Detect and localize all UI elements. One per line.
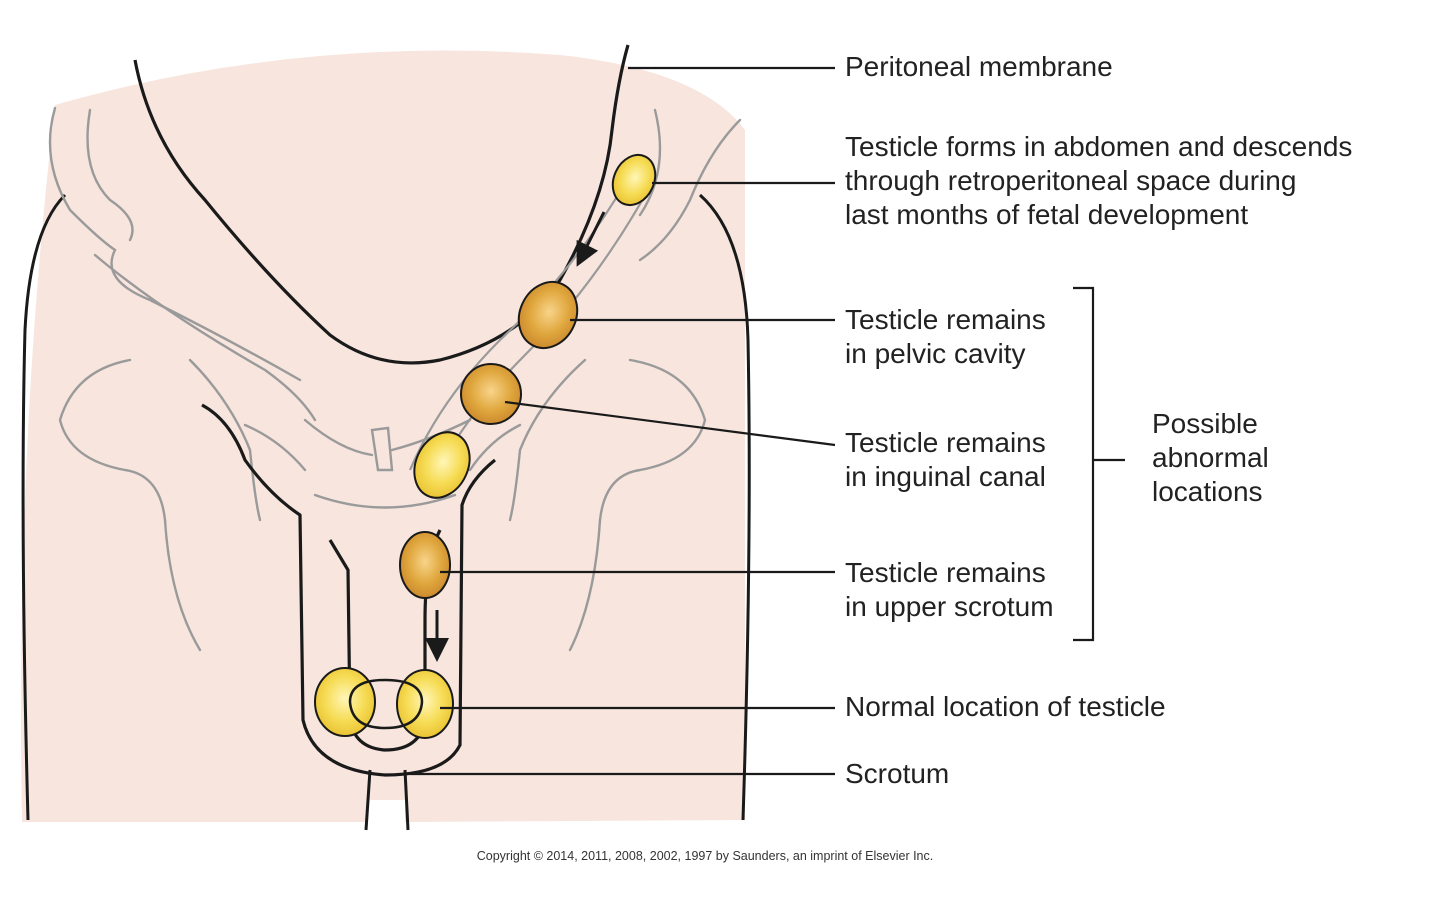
testicle-upper-scrotum — [399, 531, 451, 599]
testicle-inguinal — [460, 363, 522, 425]
label-possible-line-1: Possible — [1152, 408, 1258, 439]
label-pelvic-line-1: Testicle remains — [845, 304, 1046, 335]
label-possible-abnormal: Possible abnormal locations — [1152, 407, 1269, 509]
testicle-canal-lower — [413, 431, 471, 499]
label-upper-line-2: in upper scrotum — [845, 591, 1054, 622]
label-possible-line-2: abnormal — [1152, 442, 1269, 473]
label-normal-location: Normal location of testicle — [845, 690, 1166, 724]
label-normal-text: Normal location of testicle — [845, 691, 1166, 722]
body-outline — [21, 193, 751, 831]
descent-arrow-upper — [576, 211, 606, 267]
abnormal-locations-bracket — [1073, 286, 1125, 642]
label-testicle-forms: Testicle forms in abdomen and descends t… — [845, 130, 1352, 232]
label-scrotum-text: Scrotum — [845, 758, 950, 789]
label-upper-scrotum: Testicle remains in upper scrotum — [845, 556, 1054, 624]
label-forms-line-1: Testicle forms in abdomen and descends — [845, 131, 1353, 162]
label-inguinal-line-1: Testicle remains — [845, 427, 1046, 458]
label-peritoneal-text: Peritoneal membrane — [845, 51, 1113, 82]
leader-lines — [410, 66, 836, 776]
label-forms-line-3: last months of fetal development — [845, 199, 1249, 230]
testicle-abdomen — [611, 153, 657, 207]
label-upper-line-1: Testicle remains — [845, 557, 1046, 588]
label-inguinal-canal: Testicle remains in inguinal canal — [845, 426, 1046, 494]
body-silhouette — [20, 50, 745, 823]
testicle-pelvic — [517, 280, 579, 350]
label-possible-line-3: locations — [1152, 476, 1263, 507]
testicle-normal-right — [396, 669, 454, 739]
copyright-notice: Copyright © 2014, 2011, 2008, 2002, 1997… — [476, 849, 934, 863]
label-inguinal-line-2: in inguinal canal — [845, 461, 1046, 492]
label-scrotum: Scrotum — [845, 757, 949, 791]
label-peritoneal-membrane: Peritoneal membrane — [845, 50, 1113, 84]
epididymis-loop — [348, 678, 424, 730]
peritoneal-membrane — [133, 44, 630, 365]
label-pelvic-cavity: Testicle remains in pelvic cavity — [845, 303, 1046, 371]
label-pelvic-line-2: in pelvic cavity — [845, 338, 1026, 369]
label-forms-line-2: through retroperitoneal space during — [845, 165, 1297, 196]
pelvic-bones — [48, 106, 742, 652]
